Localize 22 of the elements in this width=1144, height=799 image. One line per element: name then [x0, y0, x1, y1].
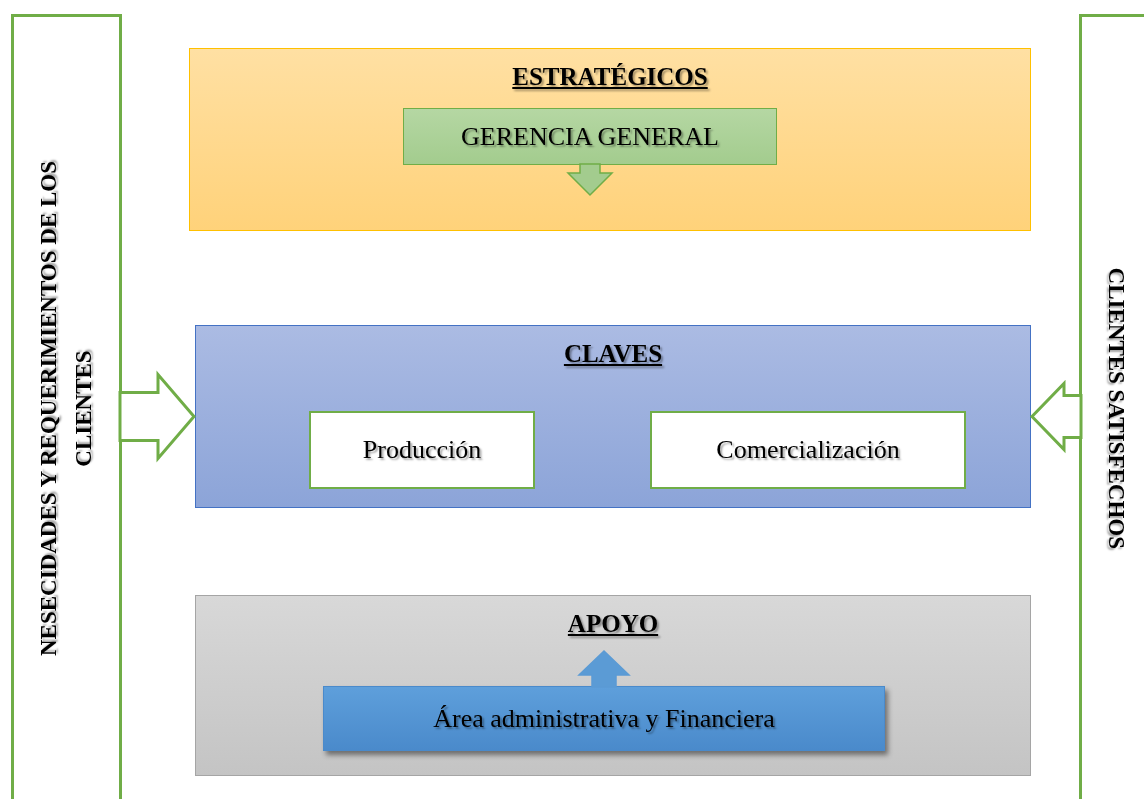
- block-arrow: [1029, 379, 1083, 454]
- vertical-label: CLIENTES SATISFECHOS: [1103, 267, 1131, 549]
- block-arrow: [577, 649, 631, 688]
- column-box: [11, 14, 122, 799]
- band-heading: APOYO: [567, 610, 659, 638]
- column-box: [1079, 14, 1144, 799]
- category-band: [189, 48, 1031, 231]
- box-label: Área administrativa y Financiera: [433, 703, 775, 734]
- process-box: [403, 108, 777, 165]
- category-band: [195, 595, 1031, 776]
- box-label: Producción: [362, 435, 482, 465]
- box-label: GERENCIA GENERAL: [461, 121, 719, 152]
- process-box: [323, 686, 885, 751]
- band-heading: ESTRATÉGICOS: [512, 63, 708, 91]
- category-band: [195, 325, 1031, 508]
- box-label: Comercialización: [716, 435, 900, 465]
- band-heading: CLAVES: [563, 340, 663, 368]
- vertical-label: NESECIDADES Y REQUERIMIENTOS DE LOS CLIENTES: [34, 159, 96, 658]
- process-box: [309, 411, 535, 489]
- block-arrow: [118, 370, 196, 463]
- block-arrow: [566, 163, 614, 197]
- process-box: [650, 411, 966, 489]
